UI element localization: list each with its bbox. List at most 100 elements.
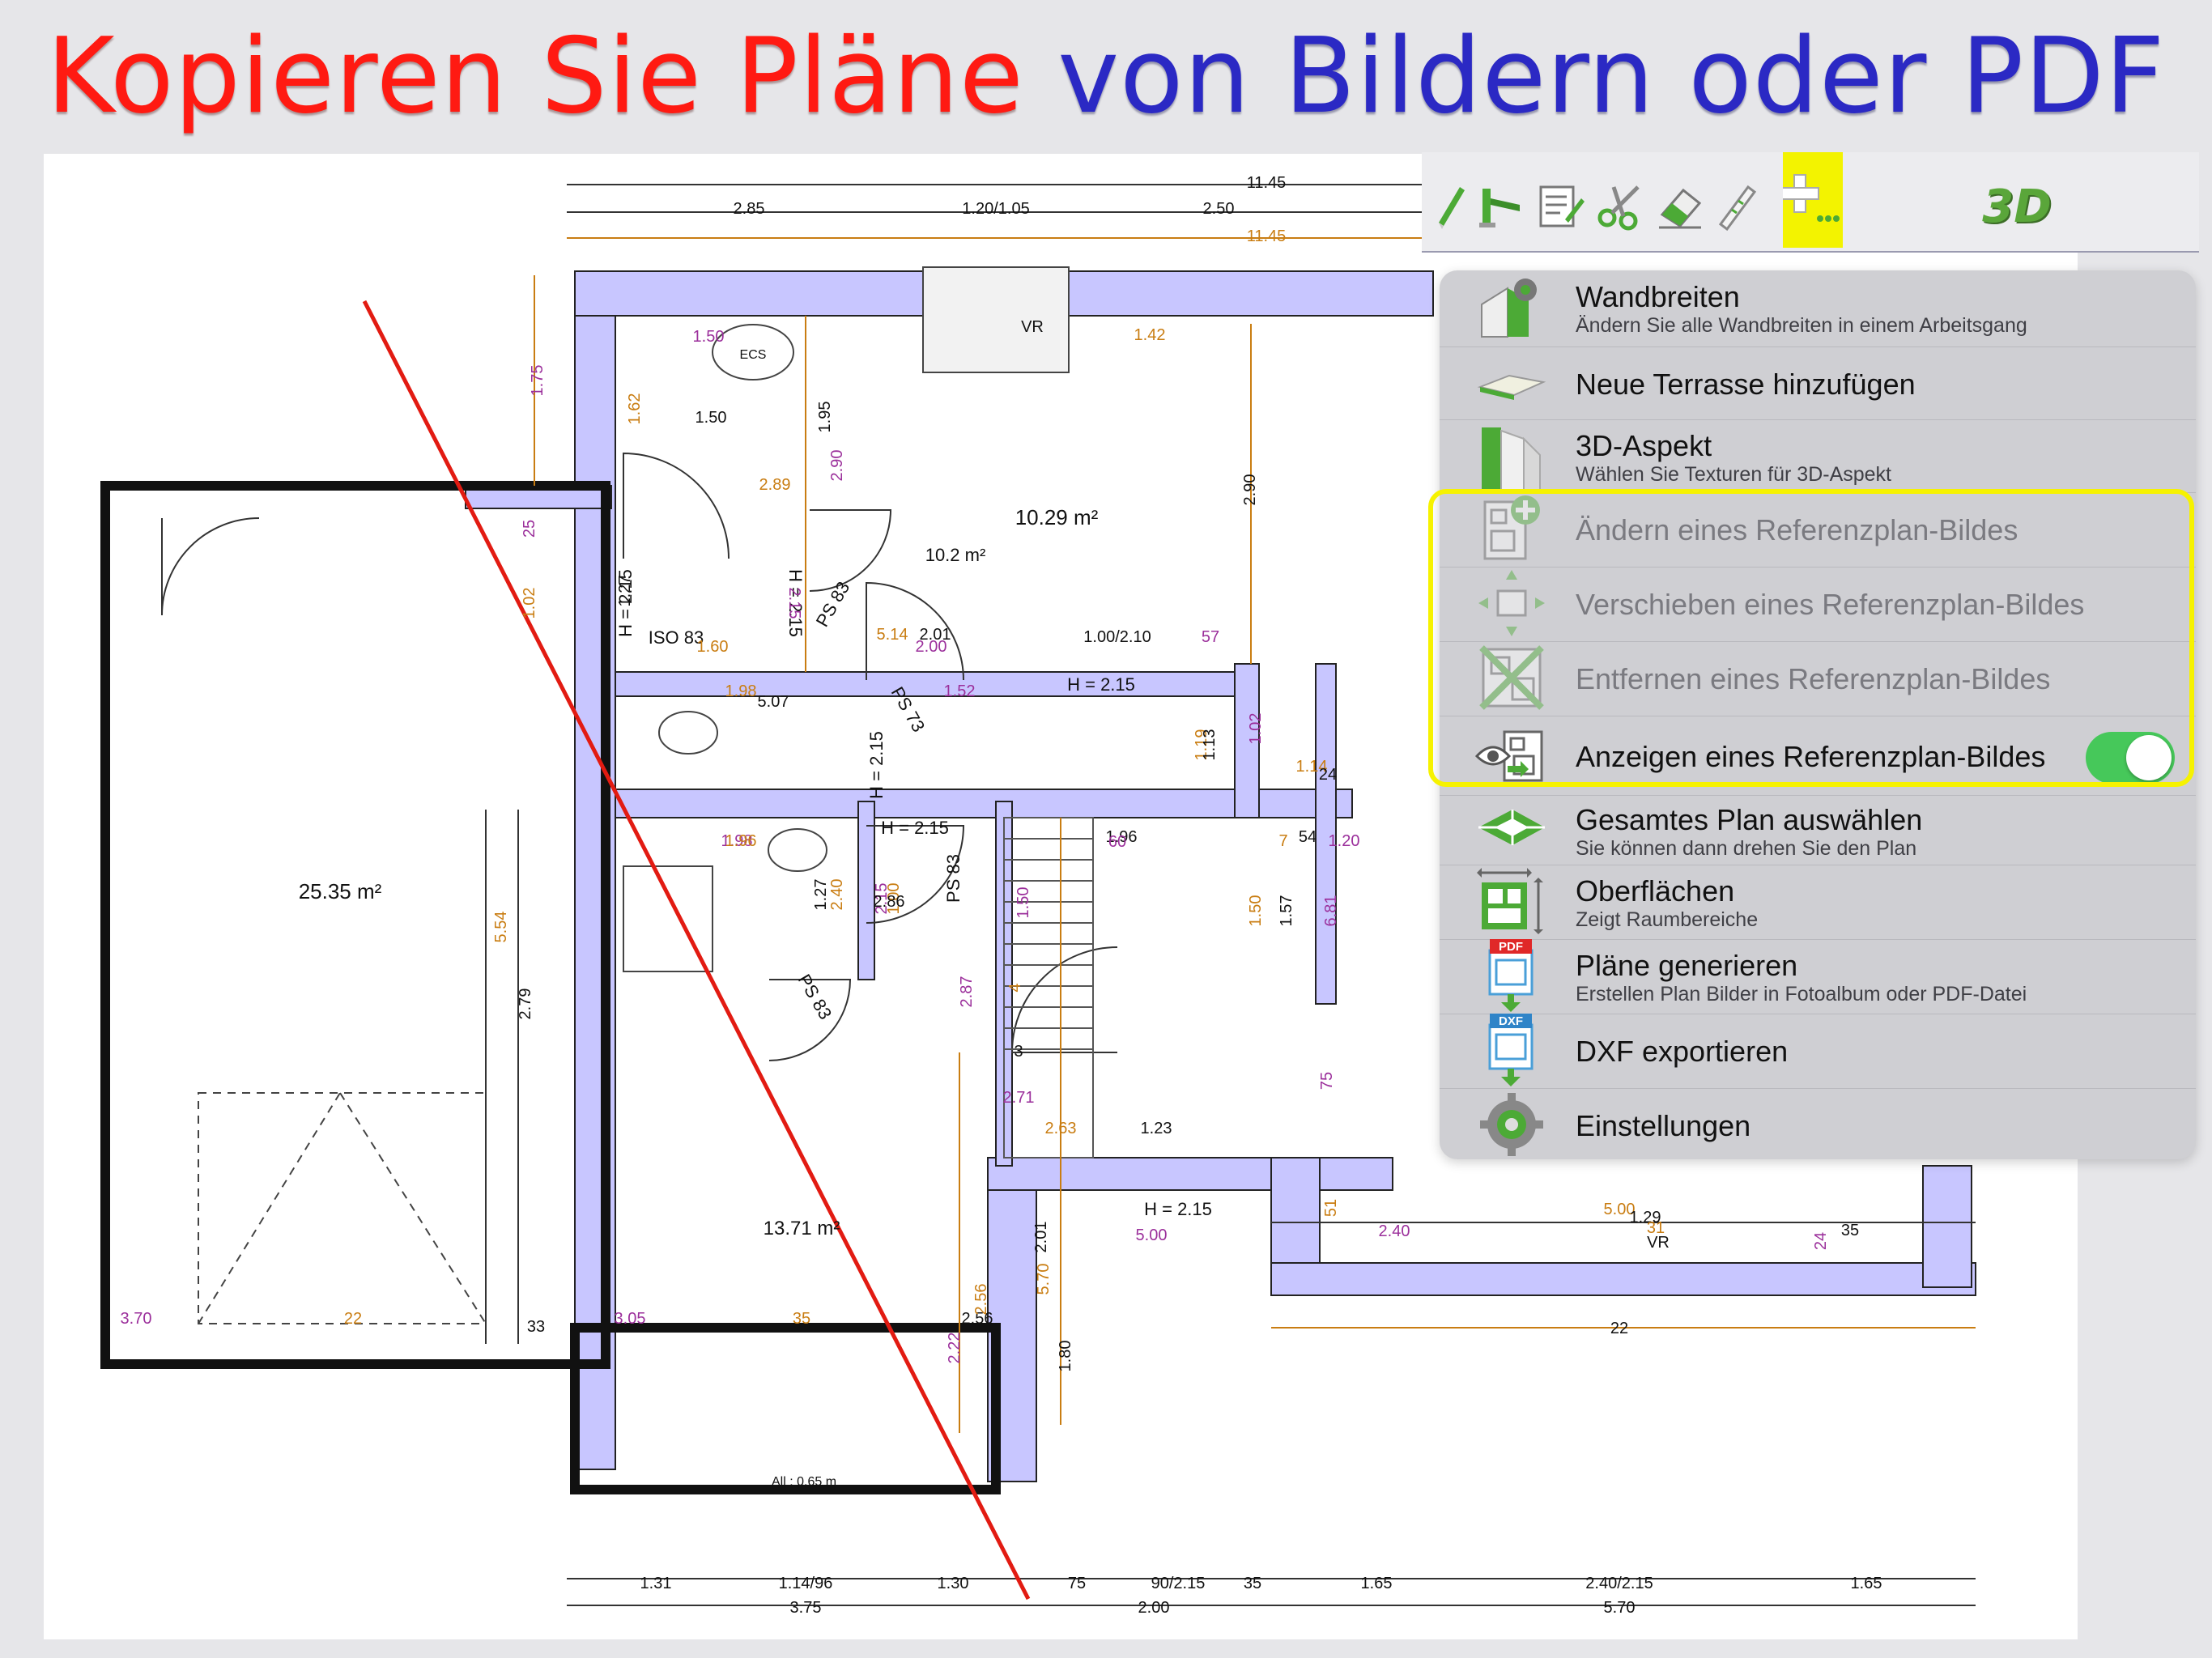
plan-label: 1.75 (529, 365, 547, 397)
add-menu-popover: Wandbreiten Ändern Sie alle Wandbreiten … (1440, 270, 2196, 1159)
plan-label: 2.86 (874, 893, 905, 911)
note-tool-icon[interactable] (1530, 176, 1590, 236)
menu-item-wall-widths[interactable]: Wandbreiten Ändern Sie alle Wandbreiten … (1440, 270, 2196, 347)
menu-item-show-reference-image[interactable]: Anzeigen eines Referenzplan-Bildes (1440, 716, 2196, 796)
3d-view-label: 3D (1982, 180, 2052, 233)
plan-label: 1.02 (521, 588, 538, 619)
menu-item-title: Entfernen eines Referenzplan-Bildes (1576, 662, 2051, 695)
plan-label: 33 (527, 1318, 545, 1336)
plan-label: 75 (1318, 1072, 1336, 1090)
plan-label: VR (1021, 318, 1044, 336)
plan-label: 1.80 (1057, 1341, 1074, 1372)
pdf-export-icon: PDF (1475, 939, 1548, 1012)
plan-label: H = 2.15 (866, 731, 887, 799)
plan-label: 1.50 (693, 328, 725, 346)
plan-wall-bay-north (987, 1157, 1393, 1191)
plan-label: VR (1647, 1234, 1670, 1252)
menu-item-subtitle: Erstellen Plan Bilder in Fotoalbum oder … (1576, 983, 2027, 1005)
plan-label: 2.71 (1003, 1089, 1035, 1107)
menu-item-title: 3D-Aspekt (1576, 429, 1712, 462)
plan-label: 1.96 (725, 832, 757, 850)
plan-label: 1.52 (944, 682, 976, 700)
plan-label: 1.30 (938, 1575, 969, 1592)
3d-view-icon[interactable]: 3D (1964, 176, 2069, 236)
plan-label: 1.02 (1247, 713, 1265, 745)
plan-washbasin (768, 828, 827, 872)
ruler-icon[interactable] (1707, 176, 1767, 236)
plan-label: 2.79 (517, 988, 534, 1020)
plan-label: 54 (1299, 828, 1317, 846)
reference-image-toggle[interactable] (2086, 732, 2175, 784)
plan-label: 1.57 (1278, 895, 1295, 927)
plan-label: 7 (1278, 832, 1287, 850)
menu-item-title: Ändern eines Referenzplan-Bildes (1576, 513, 2018, 546)
plan-label: 1.20 (1329, 832, 1360, 850)
wall-tool-icon[interactable] (1422, 176, 1482, 236)
plan-label: 1.98 (725, 682, 757, 700)
plan-label: 1.62 (626, 393, 644, 425)
plan-label: 1.00 (885, 883, 903, 915)
menu-item-remove-reference-image[interactable]: Entfernen eines Referenzplan-Bildes (1440, 641, 2196, 716)
reference-plan-move-icon (1475, 567, 1548, 640)
menu-item-3d-aspect[interactable]: 3D-Aspekt Wählen Sie Texturen für 3D-Asp… (1440, 419, 2196, 493)
plan-label: 3 (1014, 1043, 1023, 1061)
plan-label: 57 (1202, 628, 1219, 646)
plan-label: 1.96 (1106, 828, 1138, 846)
plan-label: 1.50 (696, 409, 727, 427)
plan-line (198, 1092, 341, 1324)
plan-label: 10.2 m² (925, 545, 986, 565)
headline-part-blue: von Bildern oder PDF (1057, 16, 2166, 137)
plan-label: 25 (521, 520, 538, 538)
plan-label: 2.01 (920, 626, 951, 644)
plan-label: 2.15 (785, 588, 803, 619)
plan-label: 5.00 (1136, 1226, 1168, 1244)
toggle-knob (2126, 735, 2172, 780)
menu-item-title: DXF exportieren (1576, 1035, 1789, 1068)
menu-item-surfaces[interactable]: Oberflächen Zeigt Raumbereiche (1440, 865, 2196, 940)
menu-item-settings[interactable]: Einstellungen (1440, 1088, 2196, 1159)
menu-item-new-terrace[interactable]: Neue Terrasse hinzufügen (1440, 346, 2196, 420)
plan-label: 35 (1244, 1575, 1261, 1592)
plan-label: 1.00/2.10 (1083, 628, 1151, 646)
dxf-badge-text: DXF (1499, 1014, 1523, 1028)
reference-plan-remove-icon (1475, 641, 1548, 714)
plan-door-arc (809, 509, 892, 592)
plan-label: ECS (740, 348, 767, 362)
plan-door-arc (161, 517, 260, 616)
surfaces-icon (1475, 865, 1548, 937)
plan-door-arc (866, 581, 964, 681)
plan-toilet (658, 711, 718, 755)
texture-palette-icon (1475, 423, 1548, 495)
plan-label: 90/2.15 (1151, 1575, 1206, 1592)
plan-label: 35 (1841, 1222, 1859, 1239)
menu-item-export-dxf[interactable]: DXF DXF exportieren (1440, 1014, 2196, 1089)
plan-label: 11.45 (1247, 227, 1287, 245)
plan-label: 2.22 (946, 1333, 963, 1364)
plan-label: 2.50 (1203, 200, 1235, 218)
plan-label: 2.01 (1032, 1222, 1050, 1253)
eraser-icon[interactable] (1650, 176, 1710, 236)
toolbar: 3D (1422, 152, 2199, 253)
plan-label: 2.40 (828, 879, 846, 911)
menu-item-change-reference-image[interactable]: Ändern eines Referenzplan-Bildes (1440, 492, 2196, 568)
menu-item-generate-plans[interactable]: PDF Pläne generieren Erstellen Plan Bild… (1440, 939, 2196, 1014)
plan-label: 1.19 (1193, 729, 1210, 761)
menu-item-title: Anzeigen eines Referenzplan-Bildes (1576, 740, 2046, 773)
plan-label: 1.14 (1296, 758, 1328, 776)
plan-door-arc (768, 979, 852, 1061)
plan-label: 22 (1610, 1320, 1628, 1337)
add-more-icon[interactable] (1783, 152, 1843, 248)
plan-label: 1.42 (1134, 326, 1166, 344)
menu-item-move-reference-image[interactable]: Verschieben eines Referenzplan-Bildes (1440, 567, 2196, 642)
plan-label: H = 2.15 (881, 818, 949, 838)
plan-label: 2.15 (873, 883, 891, 915)
plan-wall-inner-h2 (615, 789, 1353, 818)
beam-tool-icon[interactable] (1470, 176, 1530, 236)
plan-label: 24 (1319, 766, 1337, 784)
plan-shower (623, 865, 713, 972)
reference-plan-view-icon (1474, 719, 1548, 792)
menu-item-select-whole-plan[interactable]: Gesamtes Plan auswählen Sie können dann … (1440, 795, 2196, 865)
scissors-icon[interactable] (1590, 176, 1650, 236)
plan-label: 1.27 (812, 879, 830, 911)
